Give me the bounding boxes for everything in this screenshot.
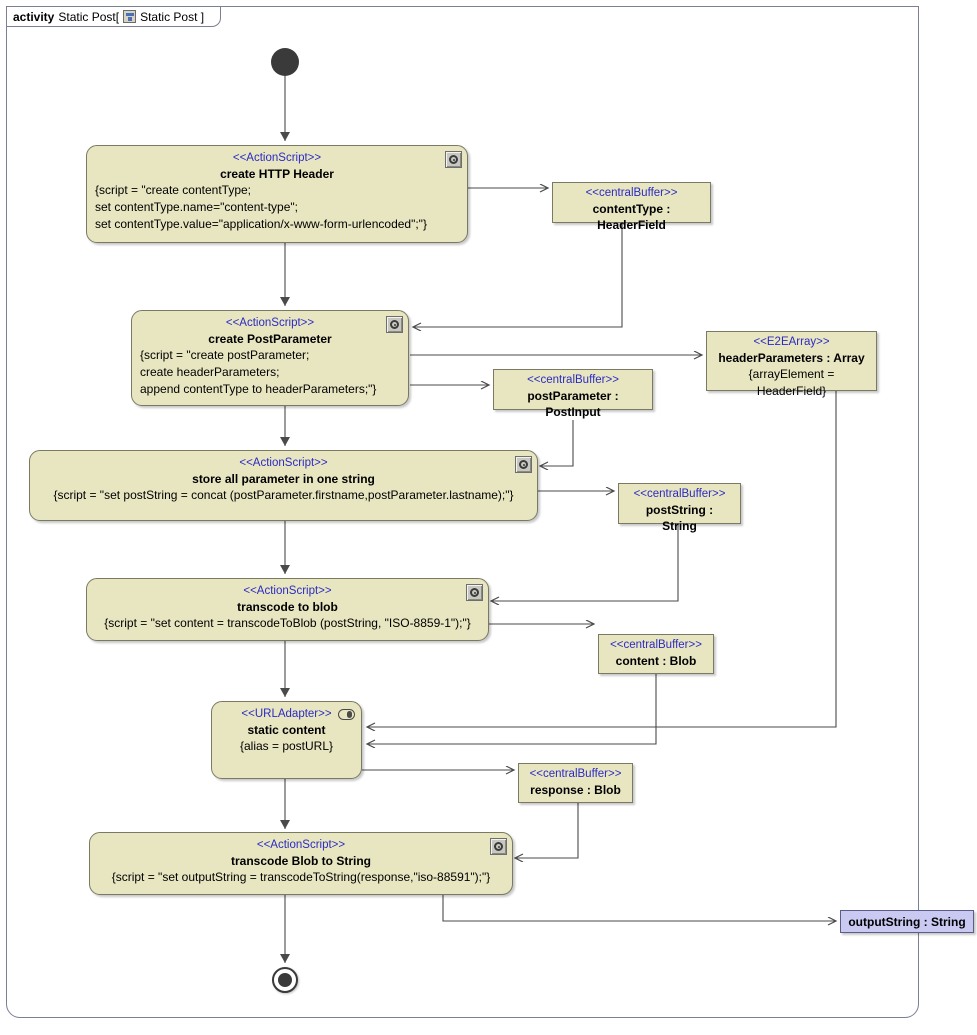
activity-frame — [6, 6, 919, 1018]
url-adapter-icon — [338, 709, 355, 720]
buffer-content-type[interactable]: <<centralBuffer>> contentType : HeaderFi… — [552, 182, 711, 232]
buffer-response[interactable]: <<centralBuffer>> response : Blob — [518, 763, 633, 803]
objflow-contenttype-to-postparameter — [413, 223, 623, 327]
initial-node[interactable] — [271, 48, 299, 76]
node-name: create HTTP Header — [220, 167, 334, 181]
node-body: {arrayElement = HeaderField} — [748, 367, 835, 398]
frame-keyword: activity — [13, 9, 55, 24]
node-body: {script = "set content = transcodeToBlob… — [104, 616, 471, 630]
objflow-content-to-static — [367, 674, 657, 744]
stereotype-label: <<centralBuffer>> — [529, 768, 622, 780]
node-name: store all parameter in one string — [192, 472, 375, 486]
node-name: transcode to blob — [237, 600, 338, 614]
buffer-post-string[interactable]: <<centralBuffer>> postString : String — [618, 483, 741, 533]
activity-frame-header: activity Static Post[ Static Post ] — [6, 6, 222, 27]
stereotype-label: <<E2EArray>> — [753, 336, 830, 348]
node-name: create PostParameter — [208, 332, 332, 346]
node-body: {script = "set outputString = transcodeT… — [111, 870, 491, 884]
activity-final-node[interactable] — [272, 967, 298, 993]
frame-name: Static Post[ — [58, 9, 120, 24]
action-script-icon — [490, 838, 507, 855]
node-body: {script = "create postParameter; create … — [140, 348, 377, 396]
node-body: {script = "create contentType; set conte… — [95, 183, 427, 231]
stereotype-label: <<ActionScript>> — [239, 457, 328, 469]
stereotype-label: <<URLAdapter>> — [241, 708, 332, 720]
node-name: contentType : HeaderField — [592, 202, 671, 232]
node-name: postParameter : PostInput — [527, 389, 619, 419]
stereotype-label: <<ActionScript>> — [232, 152, 322, 164]
objflow-poststring-to-transcodeblob — [491, 523, 679, 601]
buffer-post-parameter[interactable]: <<centralBuffer>> postParameter : PostIn… — [493, 369, 653, 419]
parameter-output-string[interactable]: outputString : String — [840, 910, 974, 933]
stereotype-label: <<ActionScript>> — [243, 585, 332, 597]
node-name: static content — [247, 723, 326, 737]
stereotype-label: <<centralBuffer>> — [585, 187, 678, 199]
node-name: postString : String — [645, 503, 714, 533]
action-create-postparameter[interactable]: <<ActionScript>> create PostParameter {s… — [131, 310, 409, 406]
stereotype-label: <<centralBuffer>> — [610, 639, 702, 651]
buffer-content[interactable]: <<centralBuffer>> content : Blob — [598, 634, 714, 674]
action-script-icon — [445, 151, 462, 168]
action-script-icon — [515, 456, 532, 473]
node-body: {script = "set postString = concat (post… — [53, 488, 514, 502]
objflow-postparameterbuffer-to-store — [540, 420, 574, 466]
node-name: transcode Blob to String — [230, 854, 371, 868]
objflow-headerparams-to-static — [367, 378, 837, 727]
stereotype-label: <<ActionScript>> — [256, 839, 346, 851]
node-name: response : Blob — [530, 783, 621, 797]
activity-diagram-icon — [123, 10, 137, 23]
node-name: content : Blob — [615, 654, 697, 668]
action-transcode-blob-to-string[interactable]: <<ActionScript>> transcode Blob to Strin… — [89, 832, 513, 895]
action-script-icon — [386, 316, 403, 333]
objflow-response-to-transcodeblobstring — [515, 803, 579, 858]
objflow-transcodeblobstring-to-outputstring — [442, 895, 836, 921]
action-static-content[interactable]: <<URLAdapter>> static content {alias = p… — [211, 701, 362, 779]
node-name: headerParameters : Array — [718, 351, 865, 365]
action-create-http-header[interactable]: <<ActionScript>> create HTTP Header {scr… — [86, 145, 468, 243]
frame-qualified-name: Static Post ] — [140, 9, 205, 24]
stereotype-label: <<centralBuffer>> — [633, 488, 726, 500]
buffer-header-parameters-array[interactable]: <<E2EArray>> headerParameters : Array {a… — [706, 331, 877, 398]
stereotype-label: <<ActionScript>> — [225, 317, 315, 329]
node-body: {alias = postURL} — [239, 739, 334, 753]
parameter-label: outputString : String — [848, 914, 966, 929]
stereotype-label: <<centralBuffer>> — [527, 374, 619, 386]
action-script-icon — [466, 584, 483, 601]
action-store-all-parameter[interactable]: <<ActionScript>> store all parameter in … — [29, 450, 538, 521]
action-transcode-to-blob[interactable]: <<ActionScript>> transcode to blob {scri… — [86, 578, 489, 641]
